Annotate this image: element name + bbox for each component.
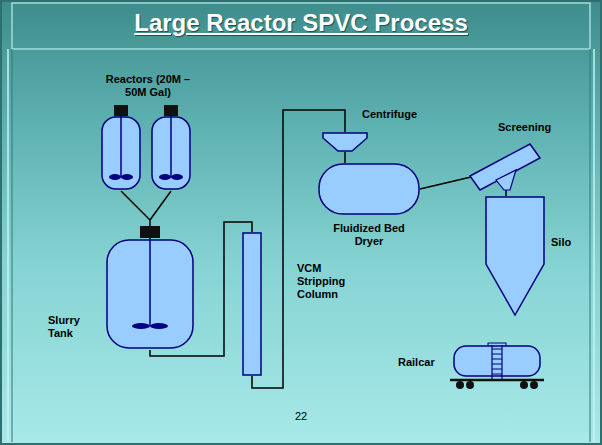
reactor-pair-outline <box>98 103 196 191</box>
railcar-outline <box>450 343 544 389</box>
centrifuge-outline <box>322 132 368 152</box>
equipment-label: Slurry Tank <box>48 314 93 340</box>
slurry-tank-outline <box>105 226 195 350</box>
fluidized-bed-dryer: Fluidized Bed Dryer <box>318 163 420 215</box>
stripping-column-outline <box>242 232 262 376</box>
screening-deck: Screening <box>468 140 542 190</box>
frame-line <box>12 49 13 442</box>
silo-outline <box>485 196 545 316</box>
process-pipe <box>505 190 507 196</box>
equipment-label: Screening <box>498 121 551 134</box>
process-pipe <box>121 191 171 226</box>
reactor-pair: Reactors (20M – 50M Gal) <box>98 103 196 191</box>
process-pipe <box>344 152 346 163</box>
equipment-label: Fluidized Bed Dryer <box>324 222 414 248</box>
process-pipe <box>420 177 471 189</box>
equipment-label: Railcar <box>398 356 435 369</box>
slurry-tank: Slurry Tank <box>105 226 195 350</box>
equipment-label: VCM Stripping Column <box>297 262 355 301</box>
frame-line <box>590 49 591 442</box>
screening-deck-outline <box>468 140 542 190</box>
equipment-label: Silo <box>551 236 571 249</box>
page-number: 22 <box>295 410 307 422</box>
railcar: Railcar <box>450 343 544 389</box>
equipment-label: Centrifuge <box>362 108 417 121</box>
process-pipe <box>252 110 345 388</box>
equipment-label: Reactors (20M – 50M Gal) <box>103 73 193 99</box>
stripping-column: VCM Stripping Column <box>242 232 262 376</box>
silo: Silo <box>485 196 545 316</box>
centrifuge: Centrifuge <box>322 132 368 152</box>
frame-line <box>593 49 595 442</box>
fluidized-bed-dryer-outline <box>318 163 420 215</box>
slide-title: Large Reactor SPVC Process <box>0 9 602 37</box>
frame-line <box>7 49 9 442</box>
